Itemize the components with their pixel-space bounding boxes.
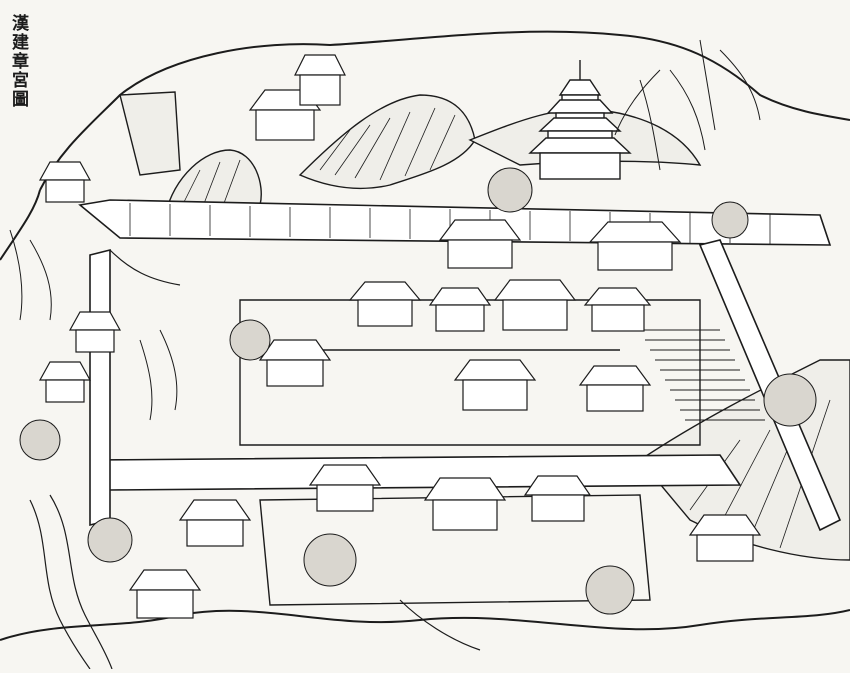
halls-middle-row [258,279,652,412]
pavilions-left [38,161,122,403]
willow-trees [9,39,761,421]
pine-trees [19,167,817,615]
halls-upper-row [248,54,682,271]
print-title: 漢建章宮圖 [8,14,28,109]
tall-pagoda [528,60,632,180]
river-and-paths [29,249,481,670]
staircases [640,329,765,421]
outer-mountain-ridge [0,30,850,641]
halls-lower-row [128,464,762,619]
